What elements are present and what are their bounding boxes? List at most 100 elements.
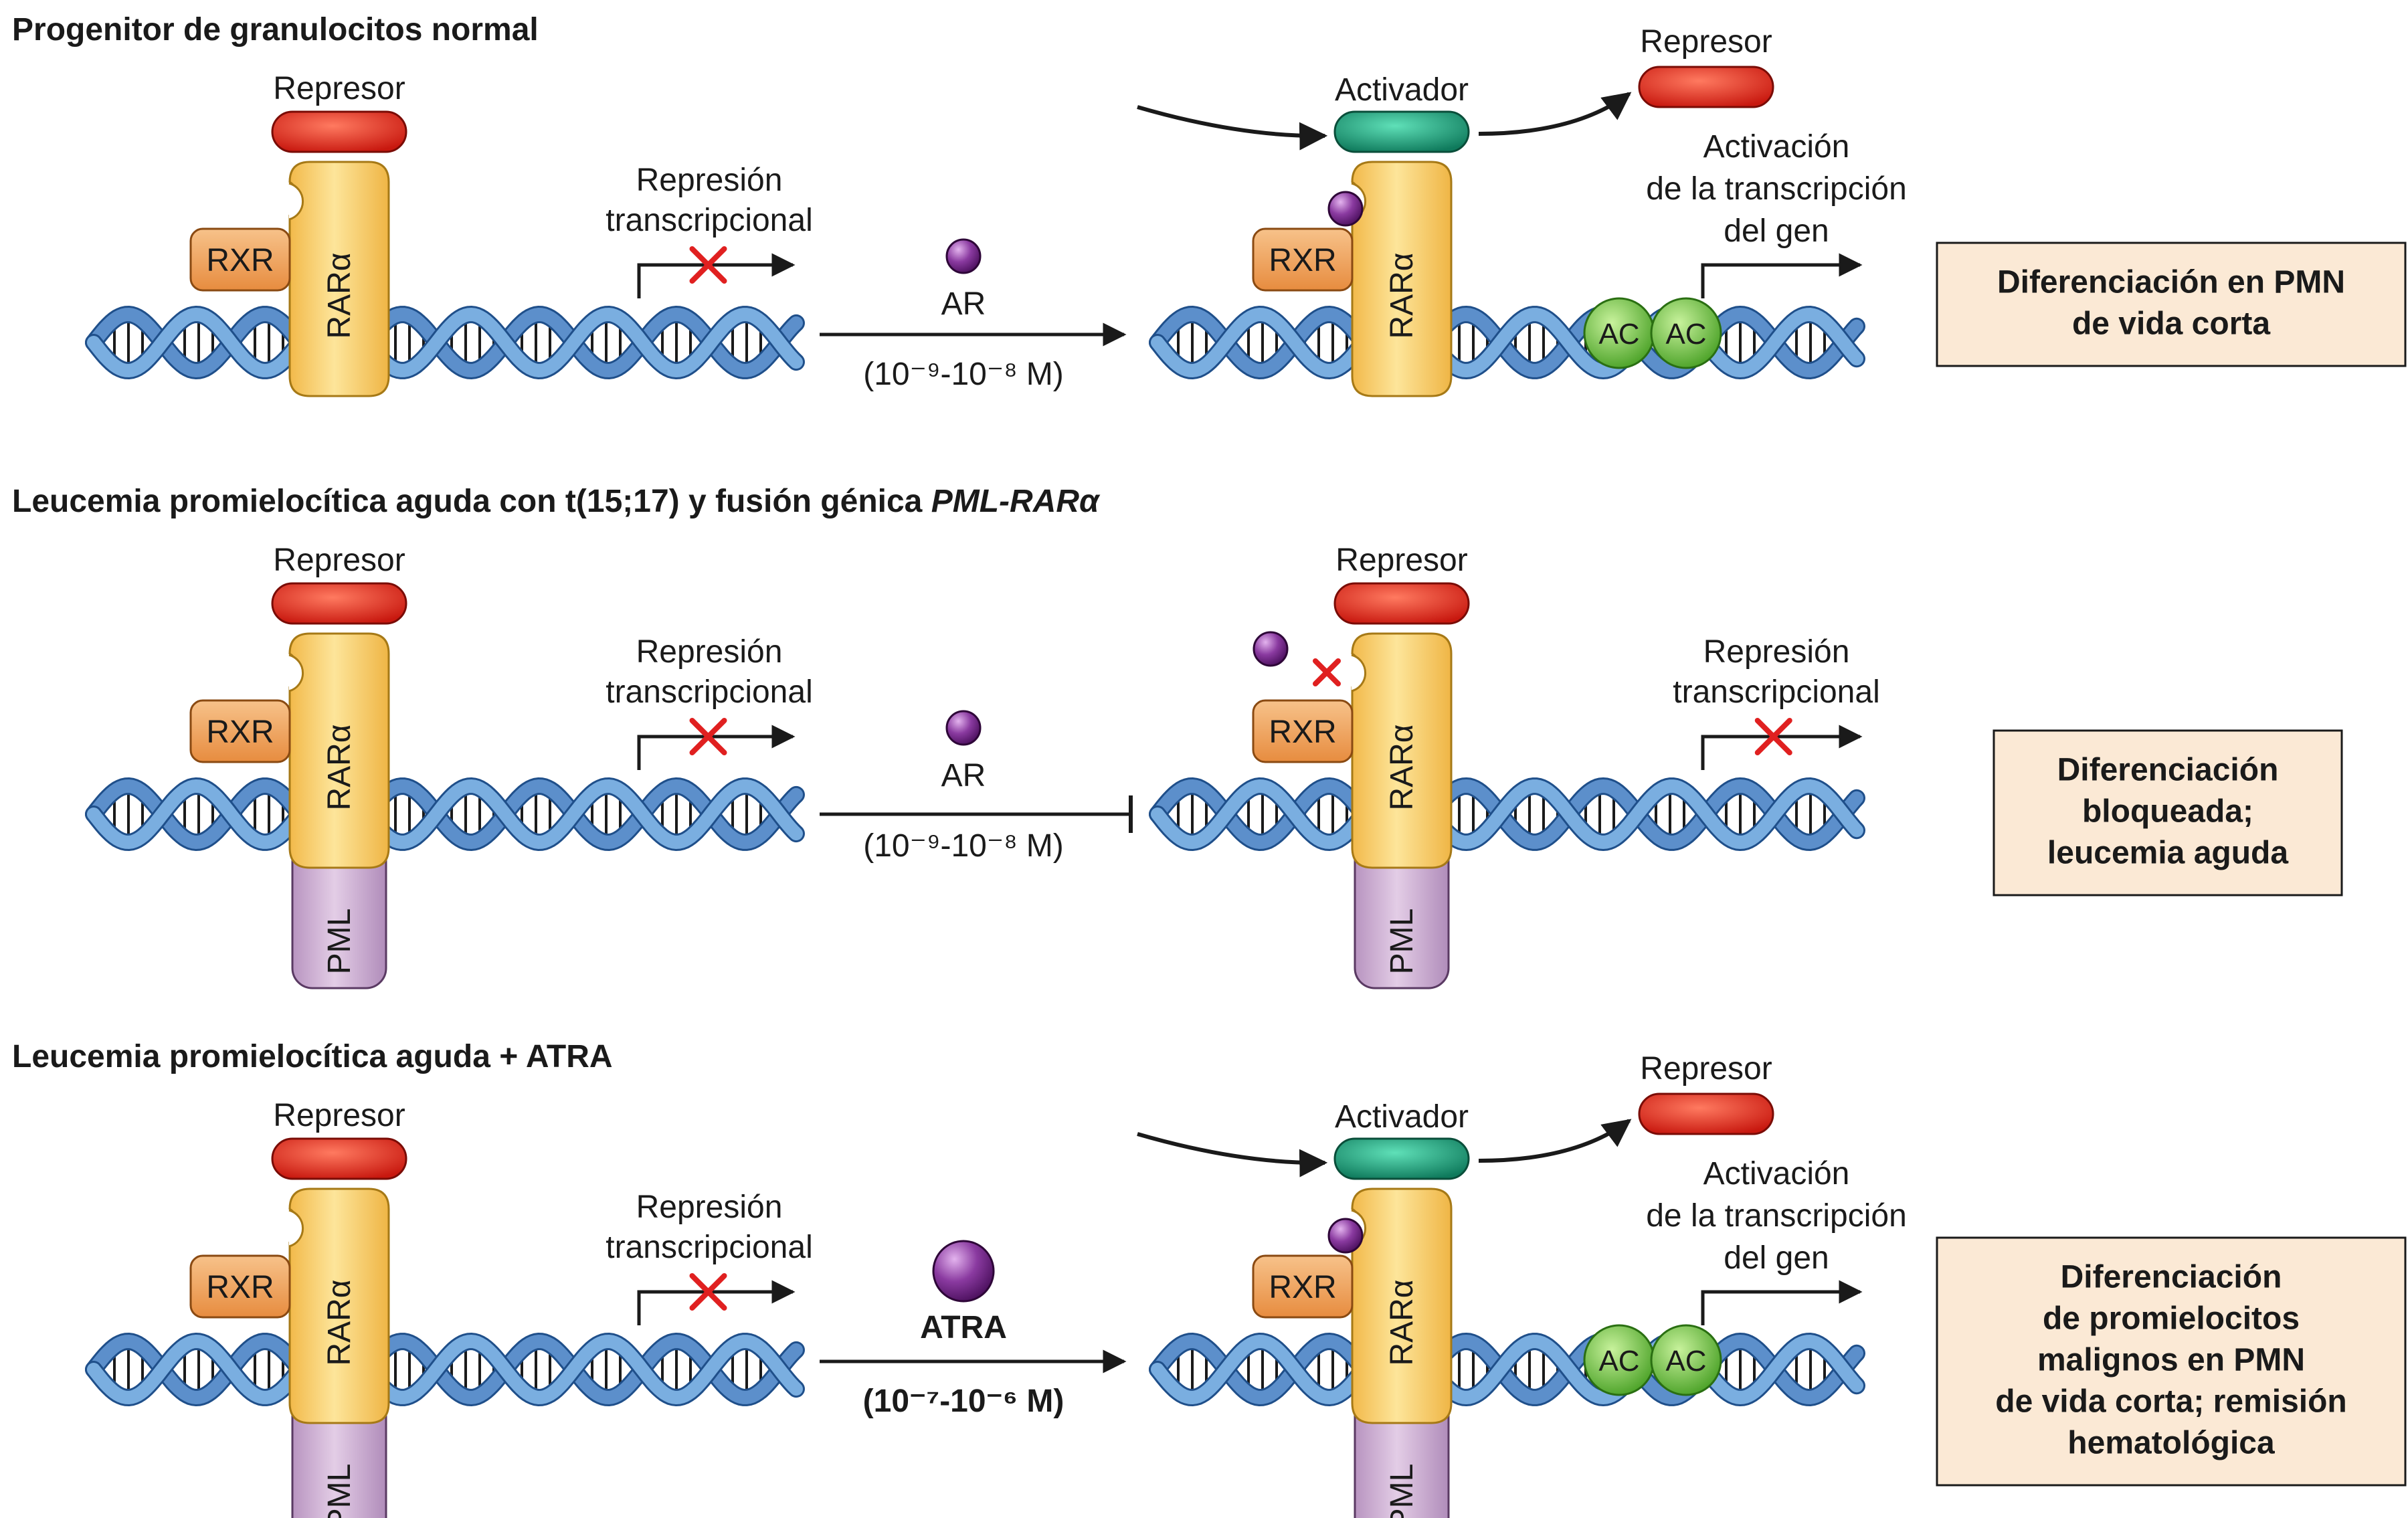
ligand-binding-pocket — [288, 654, 304, 692]
pml-label: PML — [1384, 909, 1420, 975]
rxr-protein — [189, 1254, 291, 1319]
dna-strand-front — [87, 1334, 803, 1405]
transcription-arrow — [1701, 1280, 1863, 1325]
ligand-treatment: ATRA (10⁻⁷-10⁻⁶ M) — [820, 1240, 1127, 1419]
transcription-blocked-cross — [1754, 718, 1792, 755]
acetylase-2 — [1650, 1324, 1722, 1396]
outcome-line: leucemia aguda — [2047, 836, 2288, 871]
dna-helix — [85, 305, 805, 380]
panel-title-text: Leucemia promielocítica aguda con t(15;1… — [12, 484, 931, 519]
acetylase-2-label: AC — [1665, 318, 1706, 351]
transcription-state-line1: Represión — [636, 634, 783, 670]
released-repressor-label: Represor — [1640, 24, 1772, 60]
ligand-concentration: (10⁻⁹-10⁻⁸ M) — [863, 828, 1064, 864]
panel-title: Leucemia promielocítica aguda con t(15;1… — [12, 484, 1101, 519]
transcription-state-line2: transcripcional — [606, 1230, 812, 1265]
dna-strand-front — [87, 779, 803, 850]
outcome-line: Diferenciación en PMN — [1997, 265, 2345, 300]
transcription-state-line1: Activación — [1703, 1156, 1850, 1192]
repressor-protein — [271, 110, 407, 153]
transcription-state-line2: transcripcional — [1673, 674, 1879, 710]
transcription-state-line1: Activación — [1703, 129, 1850, 165]
transcription-arrow — [1701, 725, 1863, 770]
ligand-label: AR — [941, 286, 986, 322]
dna-strand-front — [1151, 779, 1863, 850]
repressor-label: Represor — [273, 71, 405, 106]
rar-alpha-label: RARα — [1384, 252, 1420, 339]
rar-alpha-label: RARα — [1384, 1279, 1420, 1365]
acetylase-1-label: AC — [1598, 1345, 1639, 1378]
dna-strand-back — [87, 1334, 803, 1405]
transcription-state-line3: del gen — [1724, 213, 1829, 249]
rar-alpha-label: RARα — [322, 1279, 357, 1365]
repressor-release-arrow — [1478, 92, 1632, 136]
released-repressor-label: Represor — [1640, 1051, 1772, 1086]
outcome-line: hematológica — [2067, 1426, 2275, 1461]
transcription-arrow — [637, 1280, 796, 1325]
ligand-label: ATRA — [920, 1310, 1007, 1345]
dna-strand-back — [1151, 307, 1863, 378]
repressor-label: Represor — [273, 543, 405, 578]
cross-stroke — [689, 718, 727, 755]
repressor-protein — [271, 1137, 407, 1180]
rxr-protein — [189, 227, 291, 292]
outcome-box-frame — [1936, 1236, 2407, 1487]
panel-2: Leucemia promielocítica aguda con t(15;1… — [12, 484, 2343, 989]
cross-stroke — [1754, 718, 1792, 755]
dna-strand-back — [87, 307, 803, 378]
transcription-blocked-cross — [689, 1273, 727, 1311]
transcription-blocked-cross — [689, 718, 727, 755]
repressor-release-arrow — [1478, 1119, 1632, 1163]
repressor-protein — [1333, 582, 1470, 625]
ligand-binding-pocket — [288, 182, 304, 221]
ligand-treatment: AR (10⁻⁹-10⁻⁸ M) — [820, 710, 1133, 864]
transcription-state-line3: del gen — [1724, 1240, 1829, 1276]
ligand-binding-pocket — [1351, 654, 1367, 692]
outcome-line: Diferenciación — [2057, 753, 2279, 788]
outcome-line: Diferenciación — [2061, 1260, 2282, 1295]
transcription-state-line1: Represión — [636, 1190, 783, 1225]
scene: Progenitor de granulocitos normalRARαRXR… — [12, 12, 2407, 1518]
left-state: PMLRARαRXRRepresorRepresióntranscripcion… — [85, 543, 813, 989]
rxr-protein — [1252, 1254, 1354, 1319]
receptor-complex: RARα RXR — [189, 161, 390, 397]
activator-recruit-arrow — [1137, 1132, 1328, 1177]
acetylase-2 — [1650, 297, 1722, 369]
outcome-line: malignos en PMN — [2037, 1343, 2305, 1378]
activator-recruit-arrow — [1137, 105, 1328, 151]
outcome-line: de vida corta; remisión — [1995, 1384, 2347, 1420]
dna-helix — [1149, 777, 1865, 852]
activator-label: Activador — [1335, 72, 1469, 108]
rar-alpha-label: RARα — [322, 252, 357, 339]
panel-title: Leucemia promielocítica aguda + ATRA — [12, 1039, 613, 1074]
left-state: PMLRARαRXRRepresorRepresióntranscripcion… — [85, 1098, 813, 1518]
repressor-label: Represor — [1335, 543, 1467, 578]
repressor-protein — [271, 582, 407, 625]
transcription-start-site — [1701, 718, 1863, 770]
rxr-label: RXR — [206, 715, 274, 750]
rxr-protein — [1252, 699, 1354, 763]
acetylase-1-label: AC — [1598, 318, 1639, 351]
cross-stroke — [1313, 658, 1341, 686]
bound-ligand — [1327, 1218, 1364, 1254]
ligand-concentration: (10⁻⁷-10⁻⁶ M) — [863, 1384, 1064, 1419]
rar-alpha-label: RARα — [322, 724, 357, 810]
transcription-start-site — [637, 1273, 796, 1325]
dna-strand-back — [87, 779, 803, 850]
rxr-label: RXR — [206, 243, 274, 278]
outcome-line: de vida corta — [2072, 306, 2270, 342]
ligand-concentration: (10⁻⁹-10⁻⁸ M) — [863, 357, 1064, 392]
transcription-state-line1: Represión — [1703, 634, 1850, 670]
cross-stroke — [689, 246, 727, 284]
rar-alpha-label: RARα — [1384, 724, 1420, 810]
ligand-label: AR — [941, 758, 986, 793]
dna-helix — [85, 777, 805, 852]
panel-3: Leucemia promielocítica aguda + ATRA PMLR… — [12, 1039, 2407, 1518]
rxr-label: RXR — [1269, 715, 1336, 750]
transcription-start-site — [1701, 1280, 1863, 1325]
